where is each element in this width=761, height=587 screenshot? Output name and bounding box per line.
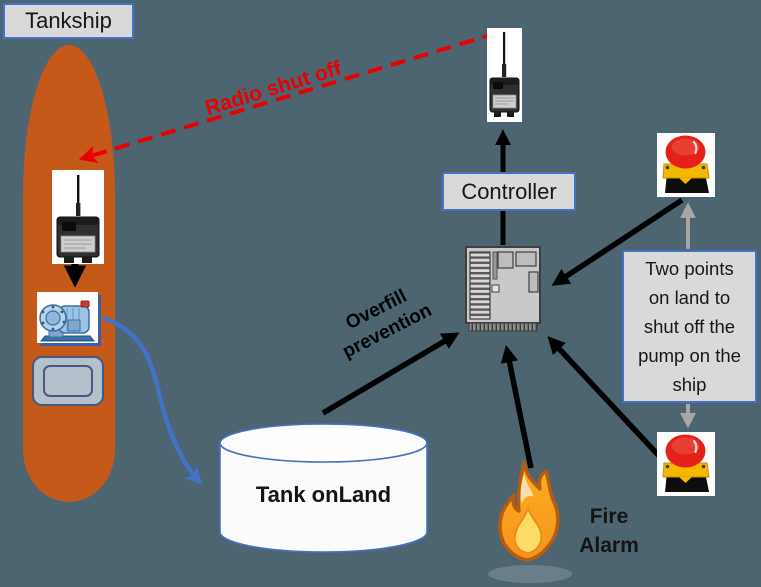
fire-icon <box>488 460 572 583</box>
radio-receiver-drawing <box>56 175 100 263</box>
two-points-info-box: Two points on land to shut off the pump … <box>622 250 757 403</box>
radio-transmitter-drawing <box>489 32 520 117</box>
estop-drawing <box>662 434 710 492</box>
radio-receiver-icon <box>52 170 104 264</box>
tank-on-land-label: Tank onLand <box>255 482 392 507</box>
tank-body <box>219 443 428 553</box>
emergency-stop-button-icon <box>657 432 715 496</box>
fire-alarm-label: Fire Alarm <box>579 505 639 557</box>
tankship-hull <box>23 45 115 502</box>
tank-on-land <box>219 423 428 553</box>
tankship-label: Tankship <box>3 3 134 39</box>
emergency-stop-button-icon <box>657 133 715 197</box>
controller-label-text: Controller <box>461 178 557 204</box>
pump-icon <box>37 292 98 343</box>
radio-shutoff-label: Radio shut off <box>202 56 345 121</box>
pump-to-tank-curved-arrow <box>102 315 203 485</box>
fire-to-controller-arrow <box>500 344 534 469</box>
pump-drawing <box>39 300 96 342</box>
tank-top <box>219 423 428 463</box>
ship-hatch-inner <box>43 365 93 397</box>
plc-controller-icon <box>465 246 541 332</box>
controller-label: Controller <box>442 172 576 211</box>
overfill-prevention-label: Overfill prevention <box>339 285 436 363</box>
tankship-label-text: Tankship <box>25 8 112 33</box>
estop-drawing <box>662 135 710 193</box>
ship-hatch-icon <box>32 356 104 406</box>
two-points-text: Two points on land to shut off the pump … <box>638 258 741 395</box>
radio-transmitter-icon <box>487 28 522 122</box>
